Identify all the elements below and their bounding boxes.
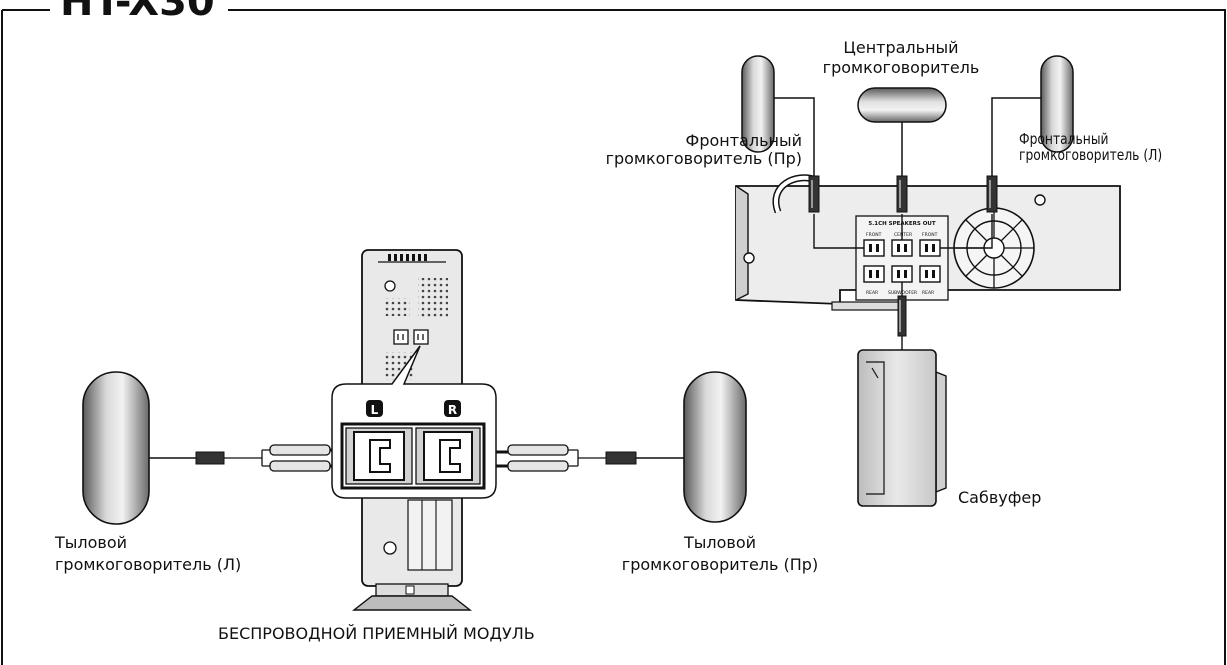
panel-rear-label-2: REAR — [922, 290, 934, 296]
rear-left-speaker-label-line2: громкоговоритель (Л) — [55, 555, 242, 574]
subwoofer-label: Сабвуфер — [958, 488, 1042, 507]
panel-center-label: CENTER — [894, 232, 912, 238]
rear-left-speaker-label: Тыловой громкоговоритель (Л) — [55, 532, 241, 576]
wireless-receiver-module — [351, 249, 473, 611]
front-right-speaker-label: Фронтальный громкоговоритель (Пр) — [562, 132, 802, 168]
panel-heading: 5.1CH SPEAKERS OUT — [868, 221, 936, 227]
panel-subwoofer-label: SUBWOOFER — [888, 290, 917, 296]
rear-left-speaker — [82, 371, 150, 525]
front-left-speaker-label-line2: громкоговоритель (Л) — [1019, 146, 1163, 164]
rear-left-speaker-label-line1: Тыловой — [55, 533, 128, 552]
connector-callout — [331, 345, 497, 499]
front-right-speaker-label-line1: Фронтальный — [685, 131, 802, 150]
center-speaker-label-line1: Центральный — [843, 38, 959, 57]
center-speaker-label: Центральный громкоговоритель — [806, 38, 996, 78]
front-left-speaker-label-line1: Фронтальный — [1019, 130, 1109, 148]
rear-right-cable — [488, 444, 684, 472]
subwoofer — [857, 349, 947, 507]
rear-left-cable — [149, 444, 348, 472]
front-right-speaker-label-line2: громкоговоритель (Пр) — [605, 149, 802, 168]
panel-front-label-2: FRONT — [922, 232, 938, 238]
rear-right-speaker — [683, 371, 747, 523]
connector-left-label: L — [371, 403, 379, 417]
center-speaker-label-line2: громкоговоритель — [822, 58, 980, 77]
front-left-speaker-label: Фронтальный громкоговоритель (Л) — [1019, 131, 1162, 163]
wireless-module-label: БЕСПРОВОДНОЙ ПРИЕМНЫЙ МОДУЛЬ — [218, 624, 535, 643]
speaker-output-panel — [813, 214, 993, 301]
rear-right-speaker-label-line1: Тыловой — [683, 533, 757, 552]
page-title: HT-X30 — [52, 0, 223, 26]
front-right-speaker — [741, 55, 815, 200]
rear-right-speaker-label-line2: громкоговоритель (Пр) — [621, 555, 819, 574]
rear-right-speaker-label: Тыловой громкоговоритель (Пр) — [588, 532, 852, 576]
panel-front-label-1: FRONT — [866, 232, 882, 238]
panel-rear-label-1: REAR — [866, 290, 878, 296]
front-left-speaker — [991, 55, 1074, 200]
connector-right-label: R — [448, 403, 457, 417]
center-speaker — [857, 87, 947, 200]
